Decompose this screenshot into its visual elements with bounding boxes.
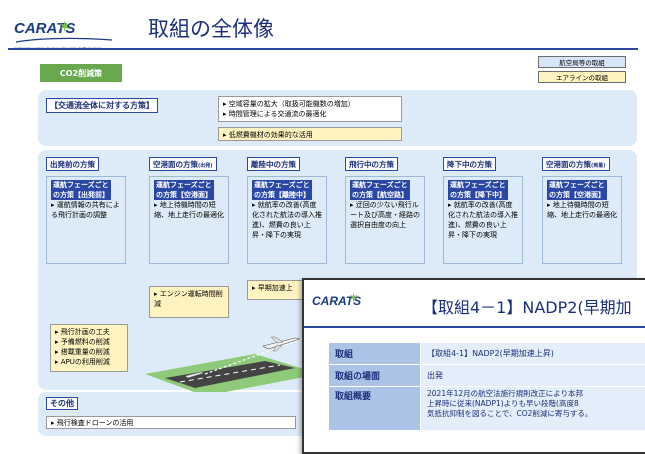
table-value: 2021年12月の航空法施行規則改正により本邦 上昇時に従来(NADP1)よりも… <box>420 386 645 431</box>
phase-tag: 運航フェーズごと <box>154 180 214 190</box>
phase-body: ▸ 就航率の改善(高度化された航法の導入推進)、燃費の良い上昇・降下の実現 <box>252 201 322 239</box>
phase-col-preflight: 運航フェーズごと の方策【出発前】 ▸ 運航情報の共有による飛行計画の調整 <box>46 176 126 264</box>
table-row: 取組 【取組4-1】NADP2(早期加速上昇) <box>328 342 645 365</box>
overlay-logo-text: CARATS <box>312 294 362 308</box>
airplane-icon-right <box>262 336 301 352</box>
logo-text: CARATS <box>14 20 76 37</box>
phase-header-sub: (到着) <box>591 163 606 169</box>
phase-header-text: 離陸中の方策 <box>251 160 296 169</box>
other-item: ▸ 飛行検査ドローンの活用 <box>46 416 296 429</box>
legend-gov: 航空局等の取組 <box>538 56 626 68</box>
phase-tag: の方策【空港面】 <box>154 190 214 200</box>
phase-header-text: 空港面の方策 <box>546 160 591 169</box>
phase-header-text: 出発前の方策 <box>50 160 95 169</box>
airline-item: ▸ APUの利用削減 <box>55 358 110 366</box>
phase-header-sub: (出発) <box>198 163 213 169</box>
overlay-table: 取組 【取組4-1】NADP2(早期加速上昇) 取組の場面 出発 取組概要 20… <box>328 342 645 431</box>
traffic-item-2: ▸ 時間管理による交通流の最適化 <box>223 110 327 118</box>
phase-header-airport-dep: 空港面の方策(出発) <box>149 157 217 171</box>
legend: 航空局等の取組 エアラインの取組 <box>538 56 626 86</box>
runway-illustration <box>145 336 320 396</box>
phase-body: ▸ 迂回の少ない飛行ルート及び高度・経路の選択自由度の向上 <box>350 201 420 229</box>
overlay-rule <box>304 326 645 328</box>
phase-tag: 運航フェーズごと <box>448 180 508 190</box>
swoosh-icon <box>15 37 113 43</box>
desc-line: 2021年12月の航空法施行規則改正により本邦 <box>427 389 583 398</box>
page-title: 取組の全体像 <box>148 17 274 41</box>
phase-col-descent: 運航フェーズごと の方策【降下中】 ▸ 就航率の改善(高度化された航法の導入推進… <box>443 176 523 264</box>
overlay-slide: CARATS ✶ 【取組4－1】NADP2(早期加 取組 【取組4-1】NADP… <box>302 278 645 454</box>
desc-line: 上昇時に従来(NADP1)よりも早い段階(高度8 <box>427 399 579 408</box>
airplane-icon-left <box>184 371 205 379</box>
overlay-title: 【取組4－1】NADP2(早期加 <box>422 298 632 317</box>
phase-header-text: 降下中の方策 <box>447 160 492 169</box>
traffic-yellow-item: ▸ 低燃費機材の効果的な活用 <box>218 127 402 141</box>
phase-tag: の方策【空港面】 <box>547 190 607 200</box>
phase-col-takeoff: 運航フェーズごと の方策【離陸中】 ▸ 就航率の改善(高度化された航法の導入推進… <box>247 176 327 264</box>
legend-airline: エアラインの取組 <box>538 71 626 83</box>
table-row: 取組概要 2021年12月の航空法施行規則改正により本邦 上昇時に従来(NADP… <box>328 386 645 431</box>
phase-col-airport-dep: 運航フェーズごと の方策【空港面】 ▸ 地上待機時間の短縮、地上走行の最適化 <box>149 176 229 264</box>
airline-item: ▸ 飛行計画の工夫 <box>55 328 110 336</box>
table-key: 取組の場面 <box>328 364 421 387</box>
desc-line: 気抵抗抑制を図ることで、CO2削減に寄与する。 <box>427 409 593 418</box>
table-value: 【取組4-1】NADP2(早期加速上昇) <box>420 342 645 365</box>
phase-col-cruise: 運航フェーズごと の方策【航空路】 ▸ 迂回の少ない飛行ルート及び高度・経路の選… <box>345 176 425 264</box>
table-row: 取組の場面 出発 <box>328 364 645 387</box>
airline-preflight-box: ▸ 飛行計画の工夫 ▸ 予備燃料の削減 ▸ 搭載重量の削減 ▸ APUの利用削減 <box>50 324 128 372</box>
phase-tag: の方策【離陸中】 <box>252 190 312 200</box>
carats-logo: CARATS ✶ Collaborative Actions for Renov… <box>14 17 120 50</box>
phase-header-takeoff: 離陸中の方策 <box>247 157 300 171</box>
airline-item: ▸ 予備燃料の削減 <box>55 338 110 346</box>
traffic-items: ▸ 空域容量の拡大（取扱可能機数の増加） ▸ 時間管理による交通流の最適化 <box>218 96 402 122</box>
phase-header-airport-arr: 空港面の方策(到着) <box>542 157 610 171</box>
other-header: その他 <box>46 397 78 410</box>
table-key: 取組概要 <box>328 386 421 431</box>
phase-tag: 運航フェーズごと <box>350 180 410 190</box>
phase-header-preflight: 出発前の方策 <box>46 157 99 171</box>
airline-engine-box: ▸ エンジン運転時間削減 <box>149 286 229 318</box>
phase-body: ▸ 運航情報の共有による飛行計画の調整 <box>51 201 120 219</box>
airline-early-climb-box: ▸ 早期加速上 <box>247 280 309 300</box>
title-rule <box>8 48 638 50</box>
co2-label: CO2削減策 <box>40 64 122 82</box>
star-icon: ✶ <box>348 291 359 306</box>
phase-header-text: 空港面の方策 <box>153 160 198 169</box>
star-icon: ✶ <box>58 17 72 36</box>
phase-body: ▸ 就航率の改善(高度化された航法の導入推進)、燃費の良い上昇・降下の実現 <box>448 201 518 239</box>
phase-body: ▸ 地上待機時間の短縮、地上走行の最適化 <box>154 201 224 219</box>
table-key: 取組 <box>328 342 421 365</box>
phase-col-airport-arr: 運航フェーズごと の方策【空港面】 ▸ 地上待機時間の短縮、地上走行の最適化 <box>542 176 622 264</box>
phase-tag: の方策【降下中】 <box>448 190 508 200</box>
overlay-logo: CARATS ✶ <box>312 291 402 316</box>
phase-tag: 運航フェーズごと <box>252 180 312 190</box>
table-value: 出発 <box>420 364 645 387</box>
phase-body: ▸ 地上待機時間の短縮、地上走行の最適化 <box>547 201 617 219</box>
phase-header-descent: 降下中の方策 <box>443 157 496 171</box>
traffic-header: 【交通流全体に対する方策】 <box>46 98 158 113</box>
phase-header-cruise: 飛行中の方策 <box>345 157 398 171</box>
traffic-item-1: ▸ 空域容量の拡大（取扱可能機数の増加） <box>223 100 355 108</box>
phase-tag: 運航フェーズごと <box>51 180 111 190</box>
phase-tag: の方策【出発前】 <box>51 190 111 200</box>
airline-item: ▸ 搭載重量の削減 <box>55 348 110 356</box>
phase-tag: の方策【航空路】 <box>350 190 410 200</box>
phase-header-text: 飛行中の方策 <box>349 160 394 169</box>
phase-tag: 運航フェーズごと <box>547 180 607 190</box>
